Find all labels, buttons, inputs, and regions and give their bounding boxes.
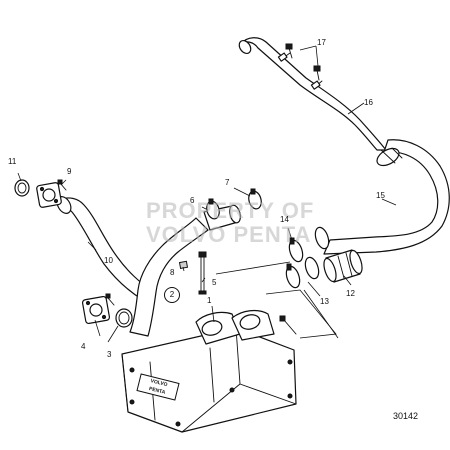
flange-9 bbox=[36, 179, 67, 208]
gasket-11 bbox=[14, 179, 30, 197]
callout-7[interactable]: 7 bbox=[225, 178, 230, 187]
nut-8 bbox=[178, 260, 189, 270]
pipe-16 bbox=[238, 37, 387, 151]
callout-1[interactable]: 1 bbox=[207, 296, 212, 305]
clamps-6-7 bbox=[206, 188, 262, 220]
callout-15[interactable]: 15 bbox=[376, 191, 385, 200]
plate-line-2: PENTA bbox=[148, 385, 166, 396]
bellows-12 bbox=[323, 249, 363, 283]
callout-2[interactable]: 2 bbox=[164, 287, 180, 303]
leader-lines bbox=[17, 45, 397, 343]
callout-3[interactable]: 3 bbox=[107, 350, 112, 359]
exhaust-manifold-1 bbox=[121, 309, 297, 433]
pipe-10 bbox=[56, 196, 151, 301]
gasket-3 bbox=[105, 293, 133, 328]
callout-13[interactable]: 13 bbox=[320, 297, 329, 306]
callout-16[interactable]: 16 bbox=[364, 98, 373, 107]
pipe-15 bbox=[323, 139, 450, 255]
callout-6[interactable]: 6 bbox=[190, 196, 195, 205]
bolt-5 bbox=[198, 251, 207, 295]
clamps-13-14 bbox=[285, 226, 330, 289]
drawing-number: 30142 bbox=[392, 411, 418, 421]
callout-4[interactable]: 4 bbox=[81, 342, 86, 351]
callout-9[interactable]: 9 bbox=[67, 167, 72, 176]
flange-4 bbox=[81, 295, 111, 325]
callout-17[interactable]: 17 bbox=[317, 38, 326, 47]
callout-10[interactable]: 10 bbox=[104, 256, 113, 265]
callout-5[interactable]: 5 bbox=[212, 278, 217, 287]
callout-8[interactable]: 8 bbox=[170, 268, 175, 277]
callout-11[interactable]: 11 bbox=[8, 157, 17, 166]
bolts-17 bbox=[285, 43, 321, 81]
callout-14[interactable]: 14 bbox=[280, 215, 289, 224]
alignment-lines bbox=[215, 261, 339, 339]
callout-12[interactable]: 12 bbox=[346, 289, 355, 298]
